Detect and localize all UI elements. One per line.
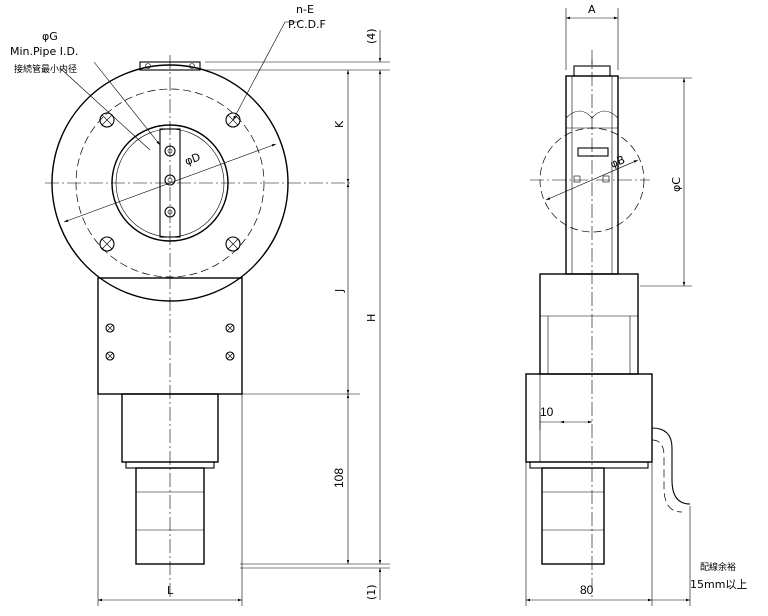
phi-d-label: φD bbox=[183, 150, 202, 168]
j-label: J bbox=[333, 289, 346, 293]
min-pipe-label: Min.Pipe I.D. bbox=[10, 45, 78, 58]
dim-80-label: 80 bbox=[580, 583, 594, 597]
dim-1-label: (1) bbox=[365, 584, 378, 600]
flange-bolt-holes bbox=[99, 112, 241, 252]
connect-pipe-label: 接続管最小内径 bbox=[14, 63, 77, 75]
dim-10-label: 10 bbox=[540, 405, 554, 419]
side-view bbox=[525, 8, 692, 606]
k-label: K bbox=[333, 120, 346, 128]
front-vertical-dimensions bbox=[205, 30, 390, 600]
motor bbox=[135, 467, 205, 565]
wiring-margin-label: 配線余裕 bbox=[700, 561, 736, 573]
pcd-f-label: P.C.D.F bbox=[288, 18, 326, 31]
h-label: H bbox=[365, 314, 378, 322]
phi-b-label: φB bbox=[608, 153, 627, 171]
front-view bbox=[45, 21, 350, 600]
a-label: A bbox=[588, 3, 596, 16]
l-dimension bbox=[97, 394, 243, 606]
side-motor bbox=[541, 467, 605, 565]
dim-108-label: 108 bbox=[332, 468, 346, 488]
wiring-15mm-label: 15mm以上 bbox=[690, 578, 747, 591]
cable bbox=[651, 427, 691, 505]
dim-4-label: (4) bbox=[365, 28, 378, 44]
side-actuator-top bbox=[539, 273, 639, 375]
l-label: L bbox=[167, 584, 174, 597]
phi-c-label: φC bbox=[670, 177, 683, 192]
phi-g-label: φG bbox=[42, 30, 58, 43]
n-e-label: n-E bbox=[296, 3, 314, 16]
actuator-screws bbox=[105, 323, 235, 361]
